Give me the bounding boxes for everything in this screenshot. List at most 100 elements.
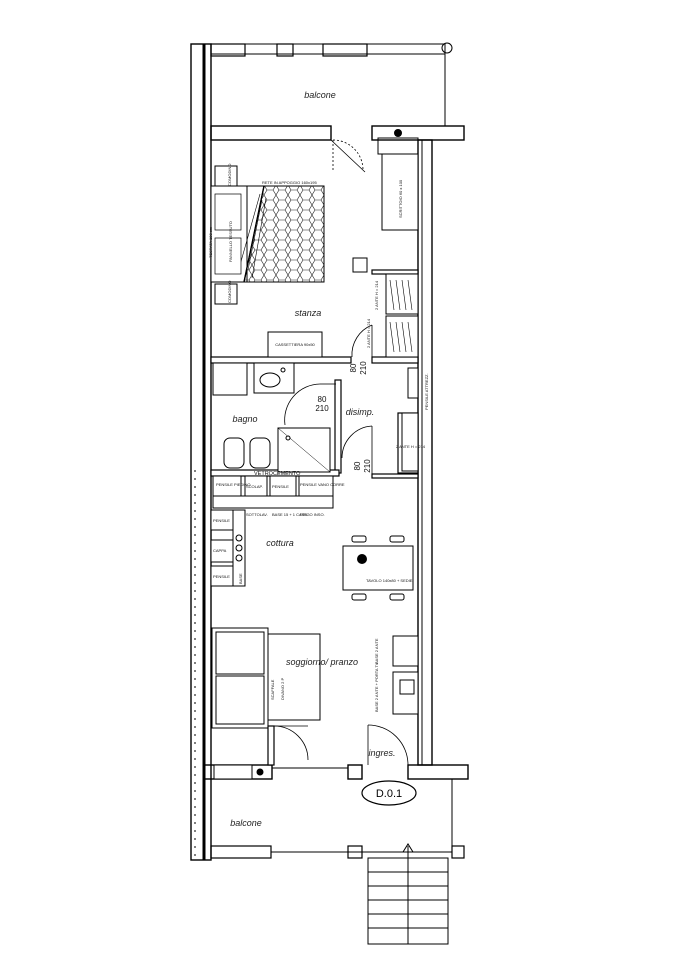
furniture-labels: RETE IN APPOGGIO 160x195 TESTATA 180 cm …: [208, 164, 429, 712]
hob-2: [235, 544, 243, 552]
hob-1: [235, 534, 243, 542]
lbl-bed: RETE IN APPOGGIO 160x195: [262, 180, 317, 185]
lbl-base-ante: BASE 2 ANTE: [374, 638, 379, 664]
door-cottura-width: 80: [353, 461, 362, 470]
sink-tap: [280, 367, 286, 373]
door-cottura-height: 210: [363, 459, 372, 473]
wall-wardrobe-stanza: [371, 269, 419, 275]
lbl-k-pensile-left: PENSILE: [213, 518, 230, 523]
wall-niche-bottom: [213, 764, 253, 780]
doors: [273, 139, 409, 766]
door-bagno-height: 210: [315, 404, 329, 413]
dining-table: [342, 545, 414, 591]
door-soggiorno-swing: [273, 725, 309, 761]
bed-fold: [243, 185, 265, 283]
wall-bottom-2: [347, 764, 363, 780]
wall-bottom-3: [407, 764, 469, 780]
lbl-wardrobe-3: 2 ANTE H = 214: [396, 444, 426, 449]
stairs: [367, 843, 449, 945]
bathroom-fixtures: [212, 362, 331, 473]
room-labels: balcone stanza bagno disimp. cottura sog…: [230, 90, 395, 828]
toilet: [223, 437, 245, 469]
room-balcone-top: balcone: [304, 90, 336, 100]
lbl-k-base: BASE: [238, 573, 243, 584]
pillow-top: [214, 193, 242, 231]
door-cottura-swing: [341, 425, 373, 459]
room-cottura: cottura: [266, 538, 294, 548]
balcony-top-post-3: [322, 43, 368, 57]
bedroom-furniture: [210, 153, 419, 358]
lbl-k-base-cass: BASE 15 + 1 CASS.: [272, 512, 308, 517]
washing-machine: [212, 362, 248, 396]
chair-4: [389, 593, 405, 601]
door-stanza-swing: [351, 324, 373, 358]
door-bagno-swing: [284, 383, 321, 426]
door-stanza-width: 80: [349, 363, 358, 372]
k-counter-top: [212, 495, 334, 509]
sofa-bed: [267, 633, 321, 721]
table-centerpiece-icon: [357, 554, 367, 564]
wall-bagno-right: [334, 379, 342, 474]
lbl-bed-side: TESTATA 180 cm: [208, 226, 213, 258]
lbl-k-sottolav: SOTTOLAV.: [246, 512, 268, 517]
kitchen-units: [210, 367, 419, 729]
column-top: [394, 129, 402, 137]
lbl-partition: VETROCEMENTO: [254, 471, 301, 477]
nightstand-top: [214, 165, 238, 187]
dresser: [267, 331, 323, 358]
lbl-desk: SCRITTOIO 60 x 100: [398, 179, 403, 218]
lbl-wardrobe-1: 2 ANTE H = 214: [374, 280, 379, 310]
lbl-base-ante-2: BASE 2 ANTE + PORTA TV: [374, 662, 379, 712]
wall-disimp-bottom: [371, 473, 419, 479]
door-balcony-top-leaf: [330, 139, 366, 173]
nightstand-bottom: [214, 283, 238, 305]
bedroom-chair: [352, 257, 368, 273]
unit-badge: D.0.1: [361, 780, 417, 806]
desk: [381, 153, 419, 231]
lbl-nightstand-top: COMODINO: [227, 164, 232, 186]
room-disimpegno: disimp.: [346, 407, 375, 417]
wall-stanza-bagno-2: [371, 356, 419, 364]
door-dimensions: 80 210 80 210 80 210: [315, 361, 372, 473]
sink-basin: [259, 372, 281, 388]
balcony-top-post-1: [210, 43, 246, 57]
lbl-k-pensile-3: PENSILE VANO CORRE: [300, 482, 345, 487]
unit-badge-outline: [361, 780, 417, 806]
lbl-shelf-left: PENSILE ATTREZZ.: [424, 373, 429, 410]
lbl-k-scolap: SCOLAP.: [246, 484, 263, 489]
stair-arrow-head: [402, 843, 414, 853]
lbl-dresser: CASSETTIERA 90x50: [275, 342, 315, 347]
lbl-k-pensile-1: PENSILE PIEDINO: [216, 482, 250, 487]
lbl-k-frigo: FRIGO INSO.: [300, 512, 325, 517]
wardrobe-1-hangers: [389, 279, 413, 311]
room-stanza: stanza: [295, 308, 322, 318]
door-bagno-width: 80: [318, 395, 327, 404]
door-stanza-height: 210: [359, 361, 368, 375]
room-ingresso: ingres.: [368, 748, 395, 758]
pillow-bottom: [214, 237, 242, 275]
unit-code: D.0.1: [376, 788, 402, 800]
column-bottom: [256, 768, 264, 776]
balcony-top-rail: [210, 43, 446, 55]
chair-2: [389, 535, 405, 543]
lbl-bed-side-sub: PANNELLO TESSUTO: [228, 221, 233, 262]
lbl-sofa: DIVANO 2 P: [280, 678, 285, 700]
lbl-k-cappa: CAPPA: [213, 548, 227, 553]
lbl-k-pensile-2: PENSILE: [272, 484, 289, 489]
lbl-wardrobe-2: 2 ANTE H = 214: [366, 318, 371, 348]
room-balcone-bottom: balcone: [230, 818, 262, 828]
door-balcony-top-swing: [332, 139, 364, 171]
room-soggiorno: soggiorno/ pranzo: [286, 657, 358, 667]
door-ingresso-swing: [367, 724, 409, 766]
wardrobe-2-hangers: [389, 321, 413, 353]
shower-drain: [285, 435, 291, 441]
shower-diag-1: [277, 427, 331, 473]
balcony-top-knob: [441, 42, 453, 54]
tv-cabinet: [399, 679, 415, 695]
bidet: [249, 437, 271, 469]
lbl-nightstand-bottom: COMODINO: [227, 281, 232, 303]
lbl-k-pensile-left2: PENSILE: [213, 574, 230, 579]
balcony-bottom-rail-3: [451, 845, 465, 859]
wall-right: [417, 139, 433, 766]
